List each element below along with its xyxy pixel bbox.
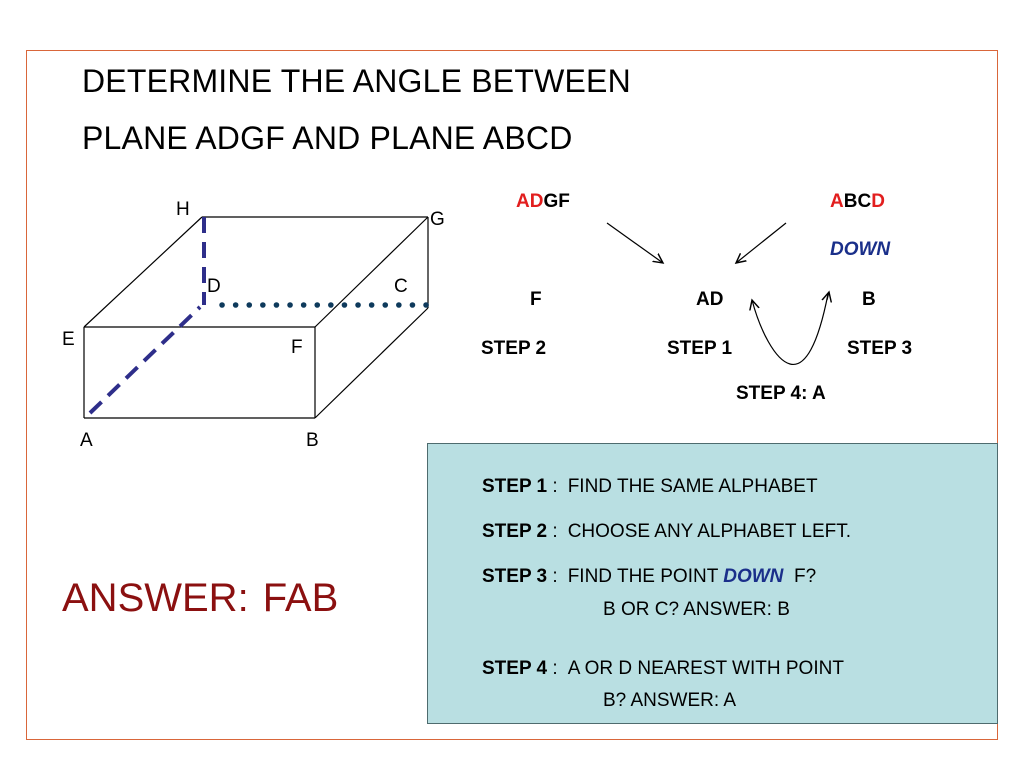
edge-gf: [314, 216, 429, 328]
dashed-edge-ad: [88, 305, 202, 415]
plane-abcd-red-a: A: [830, 191, 844, 212]
label-c: C: [394, 276, 408, 297]
answer: ANSWER: FAB: [62, 576, 338, 621]
instruction-step1: STEP 1 : FIND THE SAME ALPHABET: [482, 476, 818, 498]
instruction-box: STEP 1 : FIND THE SAME ALPHABET STEP 2 : C…: [427, 443, 998, 724]
label-g: G: [430, 209, 445, 230]
label-a: A: [80, 430, 93, 451]
point-b-label: B: [862, 289, 876, 310]
step3-diagram-label: STEP 3: [847, 338, 913, 359]
instruction-step2-text: CHOOSE ANY ALPHABET LEFT.: [567, 521, 852, 542]
instruction-step4-label: STEP 4: [482, 658, 548, 679]
plane-abcd-label: ABCD: [830, 191, 885, 213]
down-label: DOWN: [830, 239, 891, 260]
title-line-2: PLANE ADGF AND PLANE ABCD: [82, 120, 573, 156]
instruction-step1-label: STEP 1: [482, 476, 548, 497]
label-f: F: [291, 337, 303, 358]
instruction-step4-text: A OR D NEAREST WITH POINT: [567, 658, 844, 679]
instruction-step1-text: FIND THE SAME ALPHABET: [567, 476, 818, 497]
slide-frame: [26, 50, 998, 740]
instruction-step2-sep: :: [552, 521, 558, 542]
plane-adgf-red: AD: [516, 191, 544, 212]
edge-eh: [83, 216, 203, 328]
step1-diagram-label: STEP 1: [667, 338, 733, 359]
instruction-step1-sep: :: [552, 476, 558, 497]
instruction-step3-text: FIND THE POINT: [567, 566, 718, 587]
label-d: D: [207, 276, 221, 297]
label-h: H: [176, 199, 190, 220]
instruction-step3-after: F?: [793, 566, 817, 587]
instruction-step2: STEP 2 : CHOOSE ANY ALPHABET LEFT.: [482, 521, 851, 543]
instruction-step3-line2: B OR C? ANSWER: B: [603, 599, 790, 620]
line-ad-label: AD: [696, 289, 724, 310]
plane-abcd-black: BC: [843, 191, 872, 212]
plane-adgf-black: GF: [543, 191, 570, 212]
plane-adgf-label: ADGF: [516, 191, 570, 213]
label-e: E: [62, 329, 75, 350]
title-line-1: DETERMINE THE ANGLE BETWEEN: [82, 63, 631, 99]
answer-label: ANSWER:: [62, 576, 249, 620]
point-f-label: F: [530, 289, 542, 310]
instruction-step3-sep: :: [552, 566, 558, 587]
label-b: B: [306, 430, 319, 451]
instruction-step3-down: DOWN: [723, 566, 784, 587]
instruction-step4: STEP 4 : A OR D NEAREST WITH POINT: [482, 658, 844, 680]
step4-diagram-label: STEP 4: A: [736, 383, 826, 404]
instruction-step4-sep: :: [552, 658, 558, 679]
instruction-step4-line2: B? ANSWER: A: [603, 690, 737, 711]
instruction-step3-label: STEP 3: [482, 566, 548, 587]
instruction-step3: STEP 3 : FIND THE POINT DOWN F?: [482, 566, 816, 588]
answer-value: FAB: [262, 576, 339, 620]
plane-abcd-red-d: D: [871, 191, 885, 212]
edge-cb: [314, 307, 429, 419]
step2-diagram-label: STEP 2: [481, 338, 547, 359]
instruction-step2-label: STEP 2: [482, 521, 548, 542]
